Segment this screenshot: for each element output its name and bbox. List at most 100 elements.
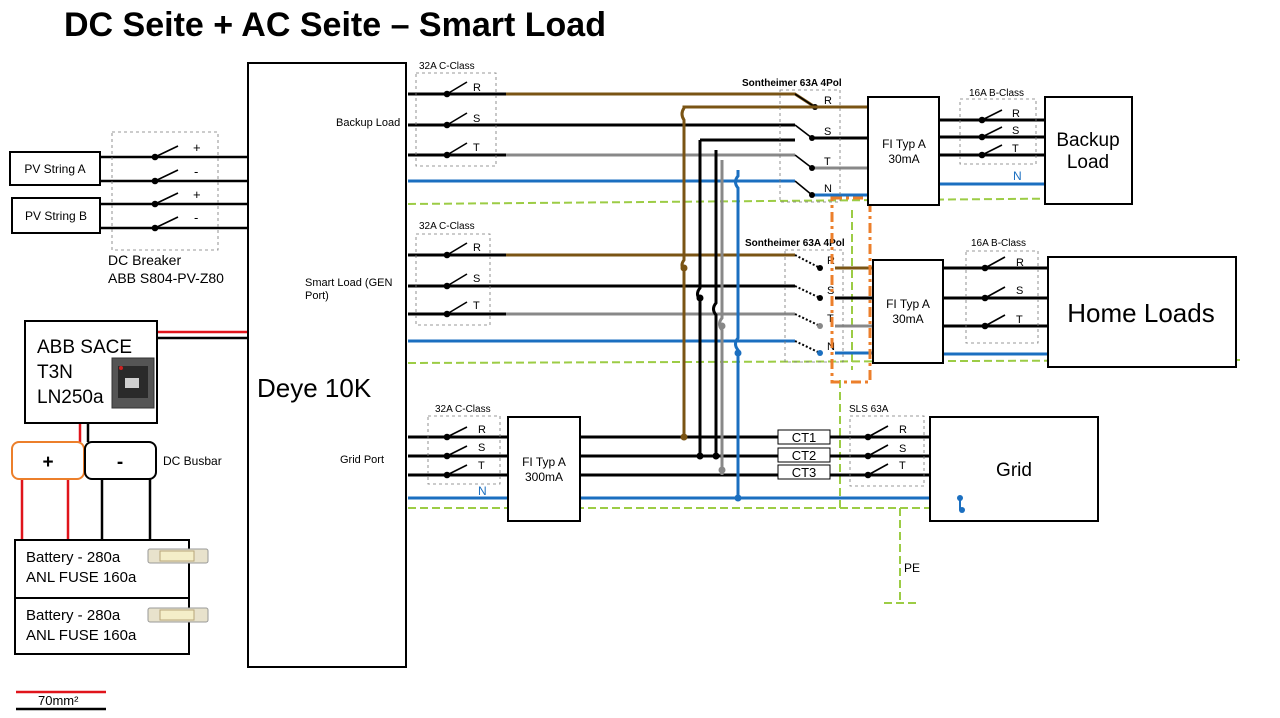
sls-breaker bbox=[849, 415, 925, 487]
backup-load-line1: Backup bbox=[1056, 130, 1119, 151]
rcd-backup-box bbox=[867, 96, 940, 206]
grid-earth-terminal bbox=[957, 495, 965, 513]
backup-load-box bbox=[1044, 96, 1133, 205]
grid-box bbox=[929, 416, 1099, 522]
sls-t: T bbox=[899, 460, 906, 472]
battery-2-line1: Battery - 280a bbox=[26, 607, 121, 624]
b16-home-s: S bbox=[1016, 285, 1023, 297]
b16-backup-s: S bbox=[1012, 125, 1019, 137]
battery-1-line2: ANL FUSE 160a bbox=[26, 569, 137, 586]
legend-cable-label: 70mm² bbox=[38, 693, 79, 708]
backup-load-line2: Load bbox=[1067, 152, 1109, 173]
c32-backup-breaker bbox=[415, 72, 497, 167]
busbar-minus bbox=[84, 441, 157, 480]
sontheimer-backup-nodes bbox=[809, 104, 818, 198]
c32-backup-t: T bbox=[473, 142, 480, 154]
pe-label: PE bbox=[904, 561, 920, 575]
battery-2-box bbox=[14, 597, 190, 655]
pv-string-a-label: PV String A bbox=[24, 162, 85, 176]
grid-label: Grid bbox=[996, 460, 1032, 481]
rcd-home-line2: 30mA bbox=[892, 312, 923, 326]
sontheimer-backup-label: Sontheimer 63A 4Pol bbox=[742, 78, 842, 89]
b16-backup-t: T bbox=[1012, 143, 1019, 155]
home-loads-label: Home Loads bbox=[1067, 298, 1214, 328]
ct3-box bbox=[777, 464, 831, 480]
feeder-risers bbox=[680, 105, 868, 498]
b16-backup-label: 16A B-Class bbox=[969, 88, 1024, 99]
rcd-home-line1: FI Typ A bbox=[886, 297, 930, 311]
dc-minus-label-2: - bbox=[194, 210, 198, 225]
busbar-label: DC Busbar bbox=[163, 454, 222, 468]
rcd-grid-line2: 300mA bbox=[525, 470, 563, 484]
dc-plus-label-1: + bbox=[193, 140, 201, 155]
abb-sace-line1: ABB SACE bbox=[37, 337, 132, 358]
c32-grid-breaker bbox=[427, 415, 501, 485]
c32-backup-r: R bbox=[473, 82, 481, 94]
b16-home-breaker bbox=[965, 250, 1039, 344]
junction-dots bbox=[680, 264, 823, 502]
busbar-plus-label: + bbox=[42, 452, 53, 473]
sontheimer-backup-outline bbox=[779, 89, 841, 203]
battery-2-line2: ANL FUSE 160a bbox=[26, 627, 137, 644]
c32-backup-s: S bbox=[473, 113, 480, 125]
sontheimer-smart-outline bbox=[784, 249, 844, 363]
highlight-outline bbox=[830, 196, 872, 384]
pv-string-a-box bbox=[9, 151, 101, 186]
ct3-label: CT3 bbox=[792, 465, 817, 480]
rcd-grid-line1: FI Typ A bbox=[522, 455, 566, 469]
anl-fuse-icon-1 bbox=[147, 548, 209, 564]
ct1-label: CT1 bbox=[792, 430, 817, 445]
pe-wiring bbox=[407, 197, 1241, 604]
pv-string-b-label: PV String B bbox=[25, 209, 87, 223]
dc-breaker-switches bbox=[151, 145, 179, 232]
b16-home-t: T bbox=[1016, 314, 1023, 326]
sls-s: S bbox=[899, 443, 906, 455]
dc-minus-label-1: - bbox=[194, 164, 198, 179]
ct2-label: CT2 bbox=[792, 448, 817, 463]
abb-sace-line2: T3N bbox=[37, 362, 73, 383]
rcd-backup-line2: 30mA bbox=[888, 152, 919, 166]
port-backup-load: Backup Load bbox=[336, 117, 400, 129]
b16-backup-n: N bbox=[1013, 169, 1022, 183]
sontheimer-backup-n: N bbox=[824, 183, 832, 195]
b16-backup-r: R bbox=[1012, 108, 1020, 120]
rcd-backup-line1: FI Typ A bbox=[882, 137, 926, 151]
rcd-home-box bbox=[872, 259, 944, 364]
battery-1-line1: Battery - 280a bbox=[26, 549, 121, 566]
page-title: DC Seite + AC Seite – Smart Load bbox=[64, 6, 606, 44]
port-grid: Grid Port bbox=[340, 454, 384, 466]
sls-r: R bbox=[899, 424, 907, 436]
ct2-box bbox=[777, 447, 831, 463]
c32-grid-t: T bbox=[478, 460, 485, 472]
sontheimer-backup-s: S bbox=[824, 126, 831, 138]
abb-sace-line3: LN250a bbox=[37, 387, 104, 408]
load-side-wiring bbox=[938, 118, 1048, 356]
dc-breaker-label: DC Breaker bbox=[108, 252, 181, 268]
c32-grid-r: R bbox=[478, 424, 486, 436]
grid-neutral-label: N bbox=[478, 484, 487, 498]
inverter-label: Deye 10K bbox=[257, 373, 372, 403]
c32-smart-label: 32A C-Class bbox=[419, 221, 475, 232]
dc-breaker-model: ABB S804-PV-Z80 bbox=[108, 270, 224, 286]
dc-plus-label-2: + bbox=[193, 187, 201, 202]
c32-backup-label: 32A C-Class bbox=[419, 61, 475, 72]
sontheimer-smart-label: Sontheimer 63A 4Pol bbox=[745, 238, 845, 249]
b16-home-label: 16A B-Class bbox=[971, 238, 1026, 249]
ct1-box bbox=[777, 429, 831, 445]
sontheimer-smart-contacts bbox=[794, 254, 821, 354]
c32-grid-label: 32A C-Class bbox=[435, 404, 491, 415]
sls-label: SLS 63A bbox=[849, 404, 889, 415]
home-loads-box bbox=[1047, 256, 1237, 368]
smart-output-wiring bbox=[408, 253, 873, 355]
abb-sace-breaker-icon bbox=[111, 357, 155, 409]
rcd-grid-box bbox=[507, 416, 581, 522]
anl-fuse-icon-2 bbox=[147, 607, 209, 623]
pv-string-b-box bbox=[11, 197, 101, 234]
c32-smart-s: S bbox=[473, 273, 480, 285]
sontheimer-backup-r: R bbox=[824, 95, 832, 107]
grid-wiring bbox=[408, 435, 975, 500]
sontheimer-backup-contacts bbox=[794, 93, 816, 196]
c32-smart-r: R bbox=[473, 242, 481, 254]
